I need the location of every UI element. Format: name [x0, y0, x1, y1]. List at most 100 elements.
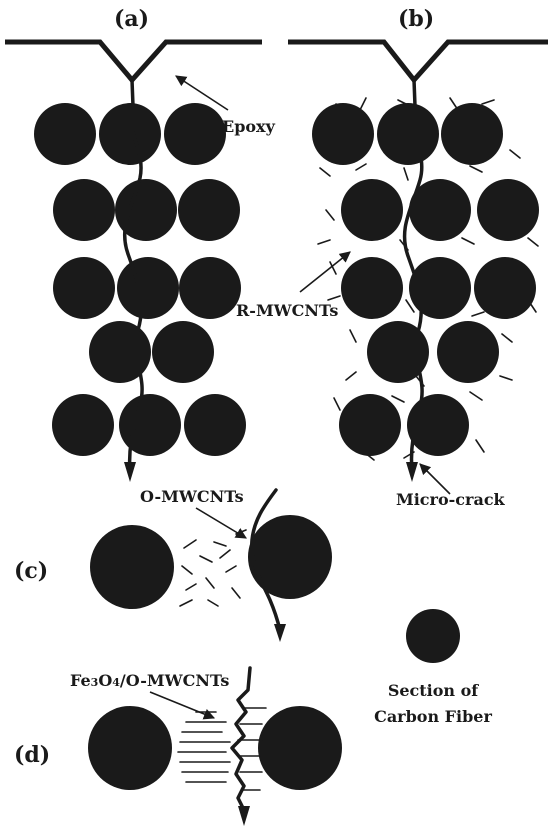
nanotube: [207, 599, 219, 607]
nanotube: [349, 329, 357, 343]
carbon-fiber: [52, 394, 114, 456]
nanotube: [225, 565, 237, 573]
carbon-fiber: [248, 515, 332, 599]
micro-crack-arrow: [419, 463, 451, 495]
carbon-fiber: [53, 179, 115, 241]
carbon-fiber: [367, 321, 429, 383]
nanotube-bridge-d: [177, 707, 267, 791]
carbon-fiber: [88, 706, 172, 790]
carbon-fiber: [441, 103, 503, 165]
panel-c: O-MWCNTs: [90, 487, 332, 642]
carbon-fiber: [477, 179, 539, 241]
carbon-fiber: [312, 103, 374, 165]
nanotube: [185, 583, 197, 591]
carbon-fiber: [90, 525, 174, 609]
nanotube: [499, 375, 513, 381]
carbon-fiber: [53, 257, 115, 319]
nanotube: [205, 577, 215, 589]
carbon-fiber: [119, 394, 181, 456]
epoxy-label: Epoxy: [222, 117, 276, 136]
o-mwcnts-label: O-MWCNTs: [140, 487, 244, 506]
nanotube: [319, 167, 331, 177]
fiber-bundle-b: [312, 103, 539, 456]
panel-b: R-MWCNTs Micro-crack: [236, 39, 548, 509]
panel-a: Epoxy: [5, 39, 276, 482]
carbon-fiber: [409, 257, 471, 319]
nanotube: [181, 565, 193, 575]
panel-d: Fe3O4/O-MWCNTs: [70, 666, 342, 826]
carbon-fiber: [152, 321, 214, 383]
carbon-fiber: [117, 257, 179, 319]
legend: Section of Carbon Fiber: [374, 609, 492, 726]
nanotube: [333, 397, 341, 411]
fe3o4-o-mwcnts-label: Fe3O4/O-MWCNTs: [70, 671, 229, 690]
nanotube: [219, 549, 231, 559]
nanotube: [329, 261, 337, 275]
nanotube: [327, 295, 341, 301]
nanotube: [481, 99, 495, 105]
nanotube: [183, 539, 197, 549]
nanotube: [355, 163, 367, 171]
panel-label-c: (c): [14, 558, 48, 584]
carbon-fiber: [178, 179, 240, 241]
nanotube: [345, 371, 357, 381]
nanotube: [325, 209, 335, 221]
carbon-fiber: [437, 321, 499, 383]
nanotube: [231, 587, 241, 599]
micro-crack-label: Micro-crack: [396, 490, 506, 509]
specimen-surface-a: [5, 39, 262, 84]
carbon-fiber: [341, 257, 403, 319]
nanotube: [527, 237, 539, 247]
panel-label-b: (b): [398, 6, 434, 32]
carbon-fiber: [164, 103, 226, 165]
epoxy-arrow: [175, 75, 229, 111]
legend-fiber-symbol: [406, 609, 460, 663]
carbon-fiber: [34, 103, 96, 165]
crack-tip-c: [274, 624, 286, 642]
nanotube: [469, 165, 483, 173]
micro-crack-b: [402, 78, 424, 472]
nanotube: [359, 97, 367, 111]
micro-crack-d: [230, 666, 252, 812]
panel-label-d: (d): [14, 742, 50, 768]
crack-tip-d: [238, 806, 250, 826]
micro-crack-c: [250, 488, 282, 632]
nanotube: [475, 439, 485, 453]
nanotube: [179, 599, 193, 607]
panel-label-a: (a): [114, 6, 149, 32]
carbon-fiber: [377, 103, 439, 165]
micro-crack-a: [122, 78, 144, 472]
carbon-fiber: [99, 103, 161, 165]
nanotube: [199, 555, 213, 563]
nanotube: [469, 391, 483, 401]
fe3o4-o-mwcnts-arrow: [149, 691, 216, 720]
nanotube: [391, 395, 405, 403]
nanotube: [403, 167, 409, 181]
crack-tip-b: [406, 462, 418, 482]
nanotube: [501, 333, 513, 343]
crack-tip-a: [124, 462, 136, 482]
legend-label-line1: Section of: [388, 681, 479, 700]
nanotube: [235, 529, 247, 535]
nanotube: [461, 237, 475, 245]
carbon-fiber: [179, 257, 241, 319]
fiber-bundle-a: [34, 103, 246, 456]
carbon-fiber: [407, 394, 469, 456]
r-mwcnts-label: R-MWCNTs: [236, 301, 338, 320]
nanotube: [317, 239, 331, 245]
nanotube: [213, 541, 227, 547]
nanotube-bridge-c: [179, 529, 247, 607]
r-mwcnts-arrow: [299, 251, 351, 293]
carbon-fiber: [184, 394, 246, 456]
carbon-fiber: [474, 257, 536, 319]
legend-label-line2: Carbon Fiber: [374, 707, 492, 726]
carbon-fiber: [115, 179, 177, 241]
carbon-fiber: [258, 706, 342, 790]
carbon-fiber: [409, 179, 471, 241]
carbon-fiber: [341, 179, 403, 241]
nanotube: [471, 311, 485, 317]
carbon-fiber: [339, 394, 401, 456]
nanotube: [509, 149, 521, 159]
nanotube: [405, 299, 415, 313]
